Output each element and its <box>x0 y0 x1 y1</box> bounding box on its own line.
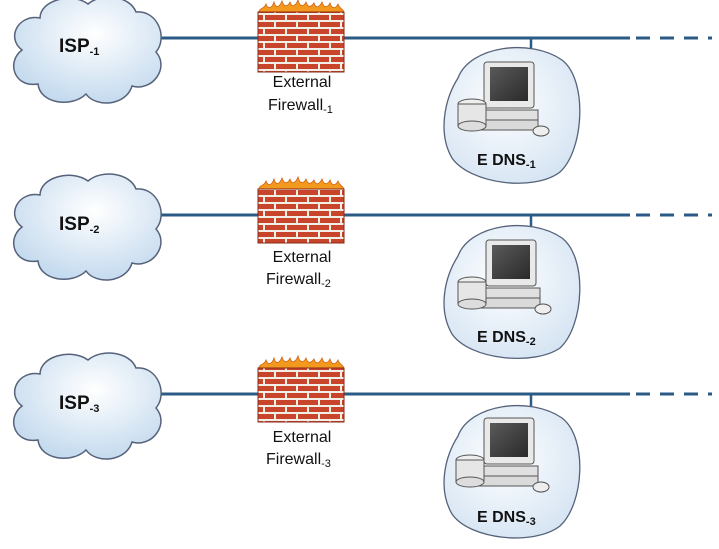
firewall-label-line2: Firewall-1 <box>268 97 333 116</box>
dns-label: E DNS-2 <box>477 329 536 348</box>
dns-label: E DNS-3 <box>477 509 536 528</box>
dns-label: E DNS-1 <box>477 152 536 171</box>
firewall-label-line1: External <box>273 429 332 446</box>
computer-server-icon <box>457 61 550 137</box>
cloud-icon <box>12 352 162 460</box>
isp-label: ISP-3 <box>59 393 99 415</box>
firewall-label-line2: Firewall-3 <box>266 451 331 470</box>
firewall-label-line2: Firewall-2 <box>266 271 331 290</box>
computer-server-icon <box>455 417 550 493</box>
isp-label: ISP-2 <box>59 214 99 236</box>
firewall-label-line1: External <box>273 74 332 91</box>
firewall-icon <box>257 175 345 244</box>
row-1: ISP-1 External Firewall-1 E DNS-1 <box>12 0 712 184</box>
firewall-icon <box>257 354 345 423</box>
firewall-label-line1: External <box>273 249 332 266</box>
cloud-icon <box>12 0 162 104</box>
isp-label: ISP-1 <box>59 36 99 58</box>
cloud-icon <box>12 173 162 281</box>
firewall-icon <box>257 0 345 73</box>
computer-server-icon <box>457 239 552 315</box>
row-2: ISP-2 External Firewall-2 E DNS-2 <box>12 173 712 359</box>
row-3: ISP-3 External Firewall-3 E DNS-3 <box>12 352 712 539</box>
